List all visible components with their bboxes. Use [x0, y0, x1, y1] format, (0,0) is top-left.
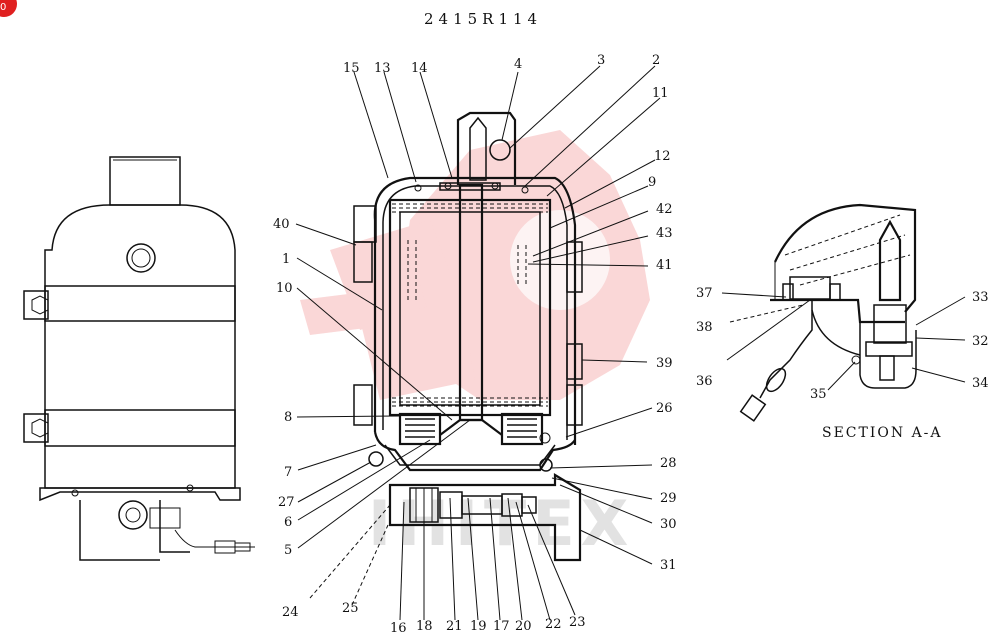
- callout-43: 43: [656, 226, 673, 241]
- section-label: SECTION A-A: [822, 425, 943, 441]
- callout-17: 17: [493, 619, 510, 634]
- callout-9: 9: [648, 175, 656, 190]
- callout-36: 36: [696, 374, 713, 389]
- callout-11: 11: [652, 86, 669, 101]
- sectional-view: [353, 111, 583, 562]
- callout-12: 12: [654, 149, 671, 164]
- callout-34: 34: [972, 376, 989, 391]
- callout-18: 18: [416, 619, 433, 634]
- callout-39: 39: [656, 356, 673, 371]
- callout-2: 2: [652, 53, 660, 68]
- callout-1: 1: [282, 252, 290, 267]
- callout-40: 40: [273, 217, 290, 232]
- section-a-a-view: [739, 203, 917, 422]
- watermark-logo: [300, 130, 650, 400]
- callout-21: 21: [446, 619, 463, 634]
- callout-27: 27: [278, 495, 295, 510]
- callout-4: 4: [514, 57, 522, 72]
- callout-13: 13: [374, 61, 391, 76]
- callout-41: 41: [656, 258, 673, 273]
- callout-20: 20: [515, 619, 532, 634]
- callout-33: 33: [972, 290, 989, 305]
- callout-23: 23: [569, 615, 586, 630]
- callout-35: 35: [810, 387, 827, 402]
- callout-7: 7: [284, 465, 292, 480]
- callout-14: 14: [411, 61, 428, 76]
- callout-22: 22: [545, 617, 562, 632]
- callout-30: 30: [660, 517, 677, 532]
- callout-31: 31: [660, 558, 677, 573]
- callout-42: 42: [656, 202, 673, 217]
- watermark-text: IHITEX: [368, 487, 634, 560]
- callout-8: 8: [284, 410, 292, 425]
- callout-16: 16: [390, 621, 407, 636]
- callout-25: 25: [342, 601, 359, 616]
- diagram-title: 2415R114: [424, 10, 542, 28]
- callout-26: 26: [656, 401, 673, 416]
- callout-29: 29: [660, 491, 677, 506]
- callout-15: 15: [343, 61, 360, 76]
- callout-28: 28: [660, 456, 677, 471]
- callout-5: 5: [284, 543, 292, 558]
- callout-32: 32: [972, 334, 989, 349]
- callout-labels: 15 13 14 4 3 2 11 12 9 42 43 41 40 1 10 …: [273, 53, 989, 636]
- callout-37: 37: [696, 286, 713, 301]
- corner-badge: 0: [0, 0, 17, 17]
- corner-badge-text: 0: [0, 2, 6, 13]
- exterior-view: [23, 156, 255, 561]
- callout-24: 24: [282, 605, 299, 620]
- callout-3: 3: [597, 53, 605, 68]
- callout-6: 6: [284, 515, 292, 530]
- leader-lines: [295, 65, 966, 621]
- callout-38: 38: [696, 320, 713, 335]
- callout-19: 19: [470, 619, 487, 634]
- callout-10: 10: [276, 281, 293, 296]
